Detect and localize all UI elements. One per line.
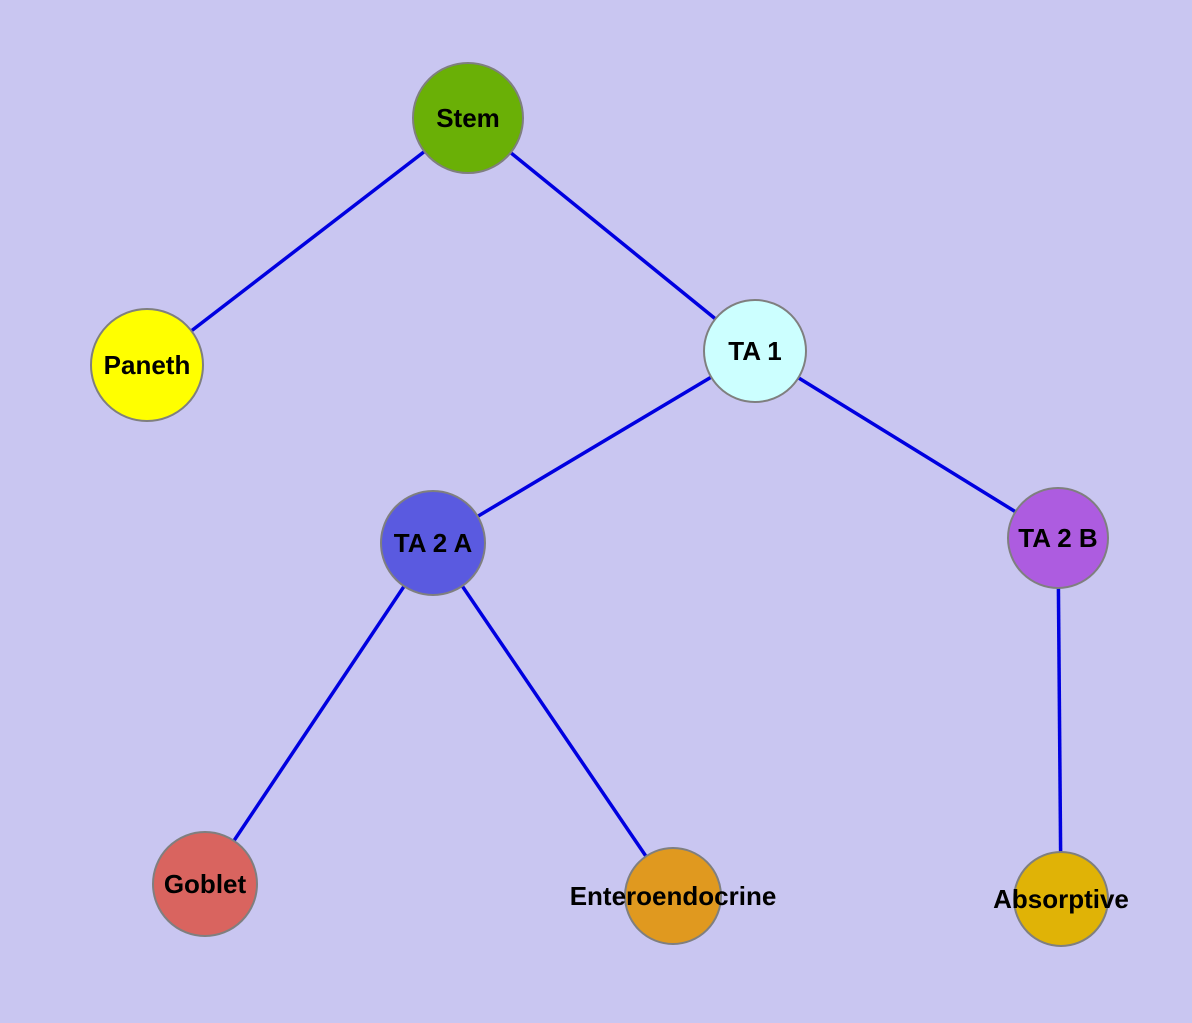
node-ta1[interactable]: TA 1 bbox=[703, 299, 807, 403]
node-paneth[interactable]: Paneth bbox=[90, 308, 204, 422]
node-circle-stem bbox=[412, 62, 524, 174]
node-ta2a[interactable]: TA 2 A bbox=[380, 490, 486, 596]
edge-stem-ta1 bbox=[466, 116, 757, 353]
edge-ta2b-absorptive bbox=[1056, 537, 1063, 900]
node-circle-ta2a bbox=[380, 490, 486, 596]
node-circle-enteroendocrine bbox=[624, 847, 722, 945]
node-goblet[interactable]: Goblet bbox=[152, 831, 258, 937]
node-circle-absorptive bbox=[1013, 851, 1109, 947]
node-circle-ta2b bbox=[1007, 487, 1109, 589]
node-stem[interactable]: Stem bbox=[412, 62, 524, 174]
node-ta2b[interactable]: TA 2 B bbox=[1007, 487, 1109, 589]
edge-ta2a-enteroendocrine bbox=[431, 542, 675, 897]
edge-ta2a-goblet bbox=[203, 542, 435, 885]
node-circle-goblet bbox=[152, 831, 258, 937]
node-circle-paneth bbox=[90, 308, 204, 422]
edge-ta1-ta2b bbox=[754, 349, 1059, 540]
node-circle-ta1 bbox=[703, 299, 807, 403]
edge-stem-paneth bbox=[145, 116, 470, 367]
edge-ta1-ta2a bbox=[432, 349, 756, 545]
